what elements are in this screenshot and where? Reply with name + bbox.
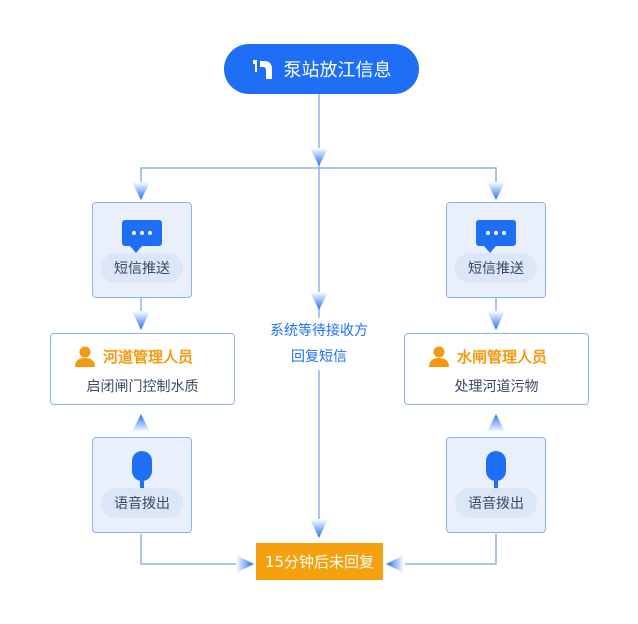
message-icon	[122, 220, 162, 253]
left-sms-card: 短信推送	[92, 202, 192, 298]
person-icon	[429, 346, 449, 367]
right-role-title: 水闸管理人员	[457, 347, 548, 366]
wait-line-2: 回复短信	[291, 349, 347, 365]
right-role-desc: 处理河道污物	[454, 379, 539, 395]
right-voice-label: 语音拨出	[455, 488, 537, 518]
message-icon	[476, 220, 516, 253]
arrow-center-top	[310, 148, 328, 166]
right-role-box: 水闸管理人员 处理河道污物	[404, 333, 589, 405]
arrow-left-role	[132, 311, 150, 330]
arrow-right-role	[487, 311, 505, 330]
arrow-into-end-right	[386, 555, 404, 573]
wait-reply-text: 系统等待接收方 回复短信	[250, 318, 388, 370]
arrow-heads	[132, 148, 505, 573]
timeout-label: 15分钟后未回复	[264, 553, 375, 571]
arrow-right-card	[487, 182, 505, 200]
right-sms-label: 短信推送	[455, 253, 537, 283]
start-node: 泵站放江信息	[224, 44, 419, 94]
arrow-center-end	[310, 519, 328, 538]
left-voice-label: 语音拨出	[101, 488, 183, 518]
timeout-node: 15分钟后未回复	[256, 543, 383, 580]
arrow-right-up	[487, 414, 505, 432]
pump-station-icon	[252, 60, 272, 79]
left-role-title: 河道管理人员	[103, 347, 194, 366]
person-icon	[75, 346, 95, 367]
wait-line-1: 系统等待接收方	[270, 323, 368, 339]
arrow-left-card	[132, 182, 150, 200]
right-sms-card: 短信推送	[446, 202, 546, 298]
start-label: 泵站放江信息	[283, 60, 392, 81]
arrow-into-end-left	[236, 555, 254, 573]
left-role-box: 河道管理人员 启闭闸门控制水质	[50, 333, 235, 405]
microphone-icon	[132, 451, 152, 489]
microphone-icon	[486, 451, 506, 489]
right-voice-card: 语音拨出	[446, 437, 546, 533]
arrow-left-up	[132, 414, 150, 432]
arrow-center-mid	[310, 292, 328, 310]
left-voice-card: 语音拨出	[92, 437, 192, 533]
left-role-desc: 启闭闸门控制水质	[86, 379, 199, 395]
left-sms-label: 短信推送	[101, 253, 183, 283]
